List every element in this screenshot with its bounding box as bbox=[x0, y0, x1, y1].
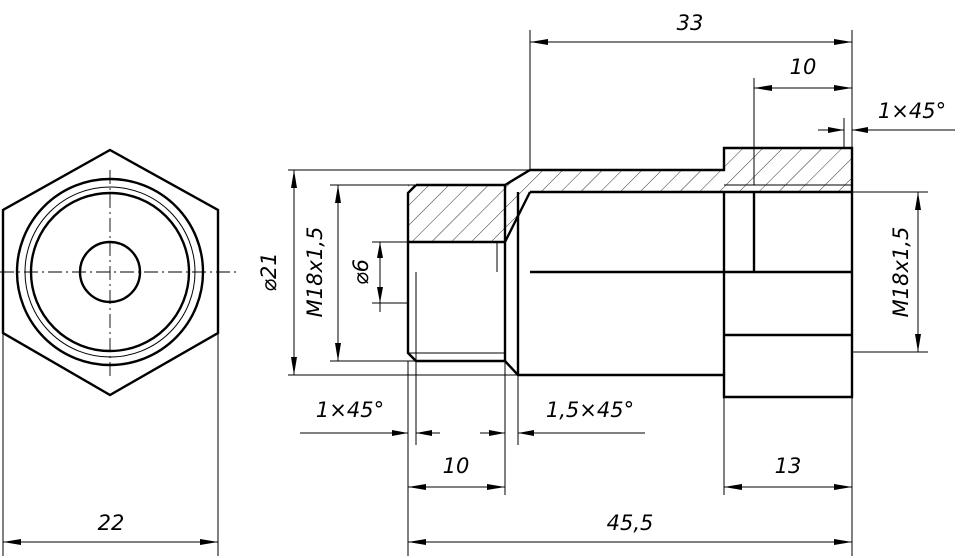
socket-depth-dimension: 10 bbox=[753, 55, 852, 185]
bore-diameter-label: ⌀6 bbox=[349, 259, 373, 285]
socket-chamfer-dimension: 1×45° bbox=[818, 99, 955, 148]
bore-diameter-dimension: ⌀6 bbox=[349, 241, 408, 312]
outer-diameter-label: ⌀21 bbox=[257, 252, 281, 291]
right-length-label: 13 bbox=[775, 454, 802, 478]
thread-left-label: M18x1,5 bbox=[303, 227, 327, 318]
total-length-dimension: 45,5 bbox=[408, 511, 852, 545]
pin-chamfer-label: 1×45° bbox=[316, 398, 384, 422]
thread-right-label: M18x1,5 bbox=[889, 227, 913, 318]
outer-diameter-dimension: ⌀21 bbox=[257, 169, 530, 376]
right-length-dimension: 13 bbox=[723, 397, 853, 556]
body-length-label: 33 bbox=[677, 11, 704, 35]
total-length-label: 45,5 bbox=[607, 511, 654, 535]
hatch-top-wall bbox=[505, 148, 852, 242]
thread-right-dimension: M18x1,5 bbox=[852, 191, 928, 353]
pin-chamfer-dimension: 1×45° bbox=[300, 361, 440, 556]
hexagon-end-view bbox=[0, 148, 236, 397]
pin-length-label: 10 bbox=[443, 454, 470, 478]
socket-chamfer-label: 1×45° bbox=[878, 99, 946, 123]
hatch-left-wall bbox=[408, 185, 505, 242]
hex-width-dimension: 22 bbox=[2, 333, 219, 556]
body-length-dimension: 33 bbox=[529, 11, 853, 170]
section-view bbox=[406, 146, 854, 399]
thread-left-dimension: M18x1,5 bbox=[303, 184, 416, 362]
shoulder-chamfer-dimension: 1,5×45° bbox=[480, 361, 645, 495]
socket-depth-label: 10 bbox=[790, 55, 817, 79]
shoulder-chamfer-label: 1,5×45° bbox=[546, 398, 634, 422]
hexagon-outline bbox=[1, 148, 220, 397]
pin-length-dimension: 10 bbox=[408, 454, 505, 490]
hex-width-label: 22 bbox=[98, 511, 125, 535]
